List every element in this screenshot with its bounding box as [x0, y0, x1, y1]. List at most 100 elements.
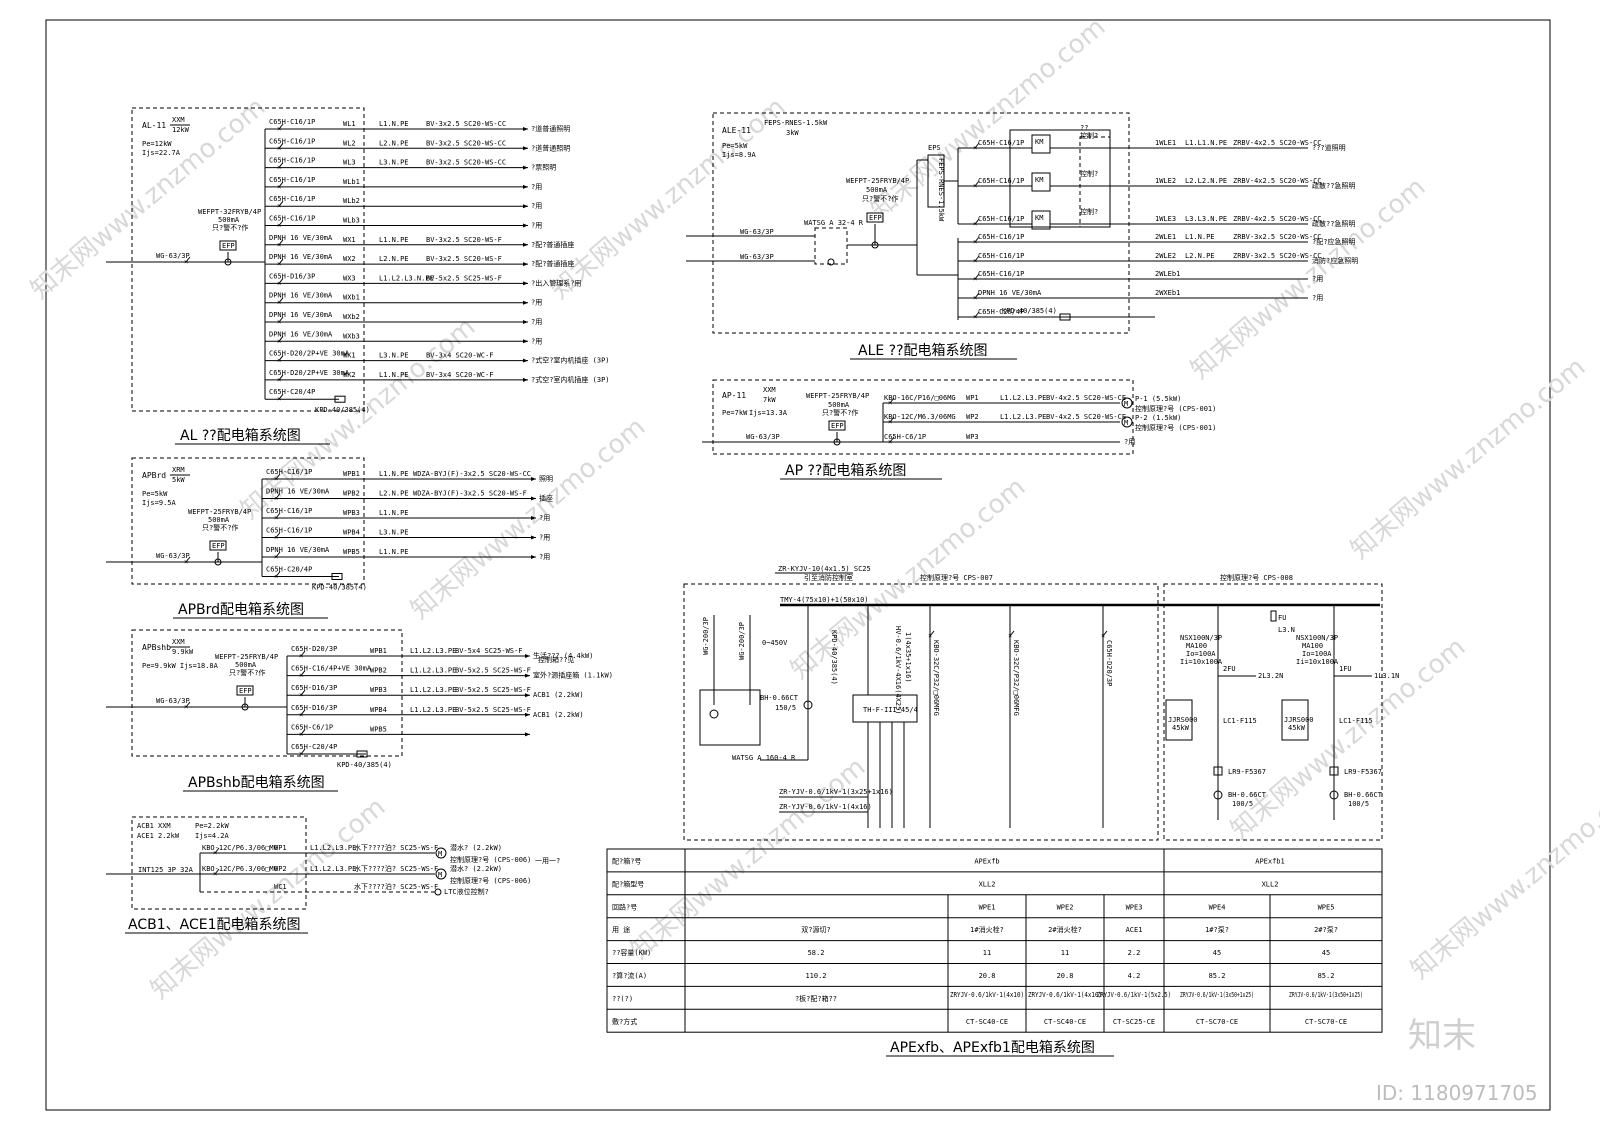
nsx-ma: MA100 — [1186, 642, 1207, 650]
arrow — [531, 535, 536, 540]
arrow — [525, 732, 530, 737]
panel-name: APBshb — [142, 643, 171, 652]
breaker-model: C65H-C16/1P — [269, 215, 315, 223]
table-cell: ZRYJV-0.6/1kV-1(3x50+1x25) — [1289, 991, 1363, 999]
efp-box — [236, 685, 254, 696]
breaker-mark: × — [277, 318, 281, 326]
breaker-contact — [889, 397, 895, 404]
main-switch-label: WG-63/3P — [156, 252, 190, 260]
breaker-mark: × — [277, 222, 281, 230]
breaker-model: C65H-D20/2P+VE 30mA — [269, 369, 350, 377]
arrow — [523, 320, 528, 324]
control-note: 控制原理?号 (CPS-001) — [1135, 423, 1216, 432]
circuit-use: ?用 — [1312, 275, 1323, 283]
cable-spec: WDZA-BYJ(F)-3x2.5 SC20-WS-F — [413, 490, 527, 498]
arrow — [523, 339, 528, 344]
circuit-id: 1WLE1 — [1155, 139, 1176, 147]
fuse-label-top: FU — [1278, 614, 1286, 622]
arrow — [523, 377, 528, 382]
switch-label: WG-200/3P — [702, 617, 710, 655]
breaker-model: C65H-C16/1P — [269, 195, 315, 203]
breaker-contact — [275, 571, 281, 577]
table-cell: 110.2 — [805, 972, 826, 980]
pe-value: Pe=2.2kW — [195, 822, 230, 830]
breaker-contact — [278, 355, 284, 361]
cabinet-power: 3kW — [786, 129, 799, 137]
ct-node — [1329, 790, 1339, 800]
panel-frame — [131, 629, 403, 757]
arrow — [523, 262, 528, 267]
arrow — [523, 281, 528, 286]
main-switch-label: WG-63/3P — [156, 697, 190, 705]
circuit-id: WPB2 — [343, 490, 360, 498]
control-note: 控制原理?号 (CPS-001) — [1135, 404, 1216, 413]
breaker-model: KBO-16C/P16/□06MG — [884, 394, 956, 402]
circuit-use: 潜水? (2.2kW) — [450, 843, 502, 852]
rcd-rating: 500mA — [235, 661, 257, 669]
circuit-id: WX1 — [343, 236, 356, 244]
motor-letter: M — [1124, 400, 1128, 408]
circuit-id: WPB2 — [370, 667, 387, 675]
cabinet-type: FEPS-RNES-1.5kW — [764, 119, 828, 127]
ct-label: BH-0.66CT — [760, 694, 799, 702]
relay-box — [1329, 766, 1339, 776]
breaker-mark: × — [973, 275, 977, 283]
breaker-model: C65H-C16/1P — [978, 215, 1024, 223]
breaker-mark: × — [973, 182, 977, 190]
breaker-model: C65H-C16/1P — [269, 176, 315, 184]
nsx-ii: Ii=10x100A — [1296, 658, 1339, 666]
pe-value: Pe=12kW — [142, 140, 172, 148]
row-label: 配?箱型号 — [612, 879, 644, 888]
breaker-mark: × — [277, 357, 281, 365]
rcd-model: WEFPT-25FRYB/4P — [846, 177, 909, 185]
phase: L1.L2.L3.PE — [1000, 413, 1046, 421]
breaker-contact — [300, 729, 306, 735]
circuit-id: WK2 — [343, 371, 356, 379]
breaker-model: KBO-12C/P6.3/06□MG — [202, 865, 278, 873]
breaker-contact — [275, 473, 281, 480]
phase: L1.L2.L3.PE — [410, 667, 456, 675]
circuit-id: WP2 — [274, 865, 287, 873]
circuit-id: WXb1 — [343, 294, 360, 302]
fuse-circuit-top: L3.N — [1278, 626, 1295, 634]
table-cell: ACE1 — [1126, 926, 1143, 934]
breaker-mark: × — [1008, 632, 1012, 640]
breaker-mark: × — [888, 418, 892, 426]
feeder-row: C65H-C16/1P×WLb1?用 — [265, 176, 542, 191]
phase: L1.N.PE — [379, 509, 409, 517]
circuit-use: ?用 — [531, 299, 542, 307]
nsx-model: NSX100N/3P — [1180, 634, 1222, 642]
spd-label: KPD-40/385(4) — [830, 630, 838, 685]
busbar-label: TMY-4(75x10)+1(50x10) — [780, 596, 869, 604]
circuit-id: WXb2 — [343, 313, 360, 321]
circuit-id: WPB3 — [343, 509, 360, 517]
breaker-model: C65H-C16/1P — [269, 137, 315, 145]
panel-title: ACB1、ACE1配电箱系统图 — [128, 917, 300, 933]
table-cell: 45 — [1322, 949, 1330, 957]
fuse-label: 2FU — [1223, 665, 1236, 673]
breaker-contact — [300, 650, 306, 657]
table-cell: ZRYJV-0.6/1kV-1(4x10) — [950, 991, 1024, 999]
ct-label: BH-0.66CT — [1228, 791, 1267, 799]
incoming-cable-2: ZR-YJV-0.6/1kV-1(4x16) — [779, 803, 872, 811]
breaker-mark: × — [299, 750, 303, 758]
breaker-mark: × — [184, 703, 188, 711]
fuse-circuit: 1L3.1N — [1374, 672, 1399, 680]
cabinet-type: XXM — [763, 386, 776, 394]
breaker-mark: × — [277, 299, 281, 307]
panel-title: ALE ??配电箱系统图 — [858, 343, 988, 359]
breaker-mark: × — [274, 573, 278, 581]
arrow — [531, 477, 536, 481]
breaker-contact — [275, 493, 281, 499]
ats-label: WATSG A 160-4 R — [732, 754, 796, 762]
cabinet-type: XXM — [172, 638, 185, 646]
breaker-model: C65H-C20/4P — [266, 566, 312, 574]
breaker-mark: × — [274, 514, 278, 522]
breaker-contact — [974, 273, 980, 280]
phase: L2.N.PE — [379, 255, 409, 263]
